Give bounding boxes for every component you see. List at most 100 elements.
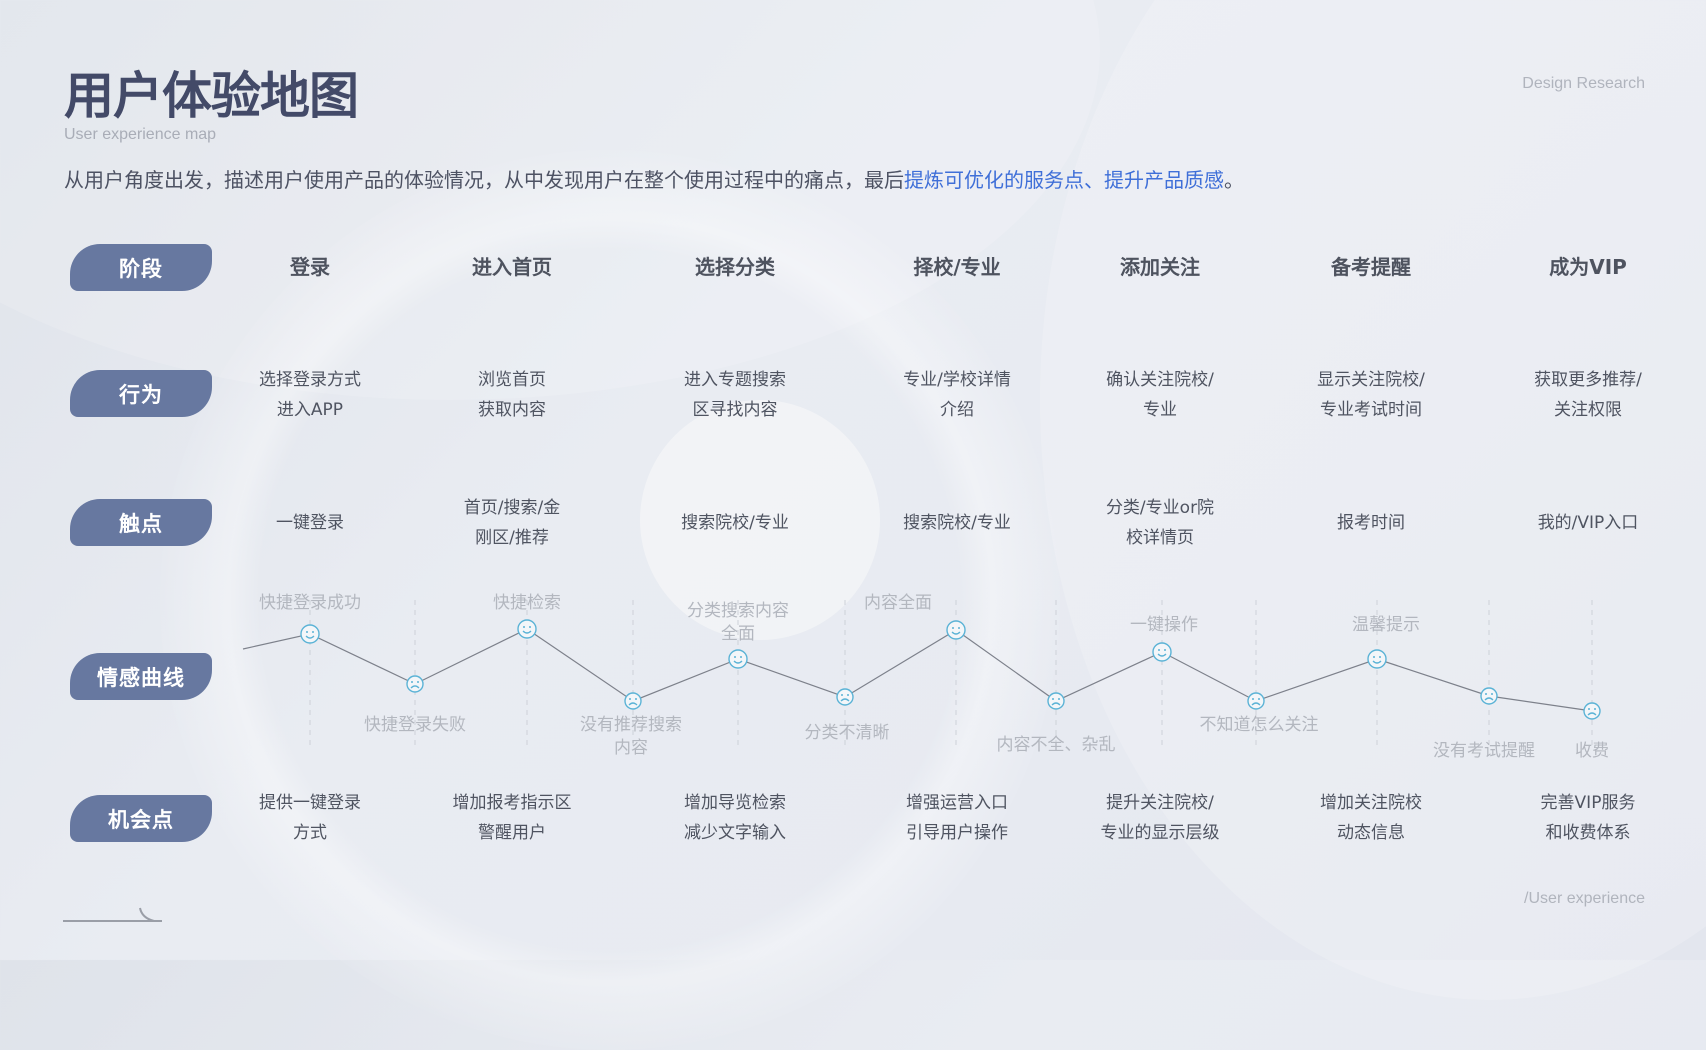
emotion-label: 不知道怎么关注 <box>1200 714 1319 737</box>
emotion-label: 快捷检索 <box>493 592 561 615</box>
smile-face-icon <box>517 619 537 639</box>
opportunity-cell-line: 增加关注院校 <box>1320 793 1422 813</box>
stage-title: 选择分类 <box>695 255 775 279</box>
emotion-label: 分类不清晰 <box>805 722 890 745</box>
opportunity-cell: 增强运营入口引导用户操作 <box>906 788 1008 848</box>
behavior-cell-line: 介绍 <box>939 400 974 420</box>
row-label-opportunity: 机会点 <box>70 795 212 842</box>
behavior-cell-line: 浏览首页 <box>478 370 546 390</box>
corner-label-top: Design Research <box>1522 75 1645 92</box>
behavior-cell: 专业/学校详情介绍 <box>903 365 1011 425</box>
row-label-behavior: 行为 <box>70 370 212 417</box>
opportunity-cell-line: 完善VIP服务 <box>1540 793 1636 813</box>
opportunity-cell-line: 增加导览检索 <box>684 793 786 813</box>
footer-decoration <box>63 907 162 922</box>
behavior-cell: 选择登录方式进入APP <box>259 365 361 425</box>
emotion-label: 分类搜索内容全面 <box>687 600 789 646</box>
behavior-cell-line: 获取更多推荐/ <box>1534 370 1642 390</box>
smile-face-icon <box>300 624 320 644</box>
touchpoint-cell: 报考时间 <box>1337 508 1405 538</box>
frown-face-icon <box>836 688 854 706</box>
behavior-cell-line: 选择登录方式 <box>259 370 361 390</box>
emotion-label: 内容全面 <box>864 592 932 615</box>
behavior-cell-line: 关注权限 <box>1553 400 1622 420</box>
emotion-label-line: 快捷登录失败 <box>364 715 466 735</box>
emotion-label: 没有推荐搜索内容 <box>580 714 682 760</box>
frown-face-icon <box>624 692 642 710</box>
behavior-cell-line: 确认关注院校/ <box>1106 370 1214 390</box>
frown-face-icon <box>1480 687 1498 705</box>
behavior-cell: 进入专题搜索区寻找内容 <box>684 365 786 425</box>
emotion-label: 一键操作 <box>1130 614 1198 637</box>
smile-face-icon <box>1367 649 1387 669</box>
opportunity-cell-line: 动态信息 <box>1337 823 1405 843</box>
opportunity-cell-line: 提升关注院校/ <box>1106 793 1214 813</box>
opportunity-cell: 提升关注院校/专业的显示层级 <box>1101 788 1220 848</box>
opportunity-cell: 增加导览检索减少文字输入 <box>684 788 786 848</box>
touchpoint-cell-line: 校详情页 <box>1126 528 1194 548</box>
behavior-cell-line: 进入专题搜索 <box>684 370 786 390</box>
opportunity-cell-line: 方式 <box>293 823 327 843</box>
emotion-label-line: 温馨提示 <box>1352 615 1420 635</box>
touchpoint-cell-line: 报考时间 <box>1337 513 1405 533</box>
smile-face-icon <box>1152 642 1172 662</box>
smile-face-icon <box>728 649 748 669</box>
frown-face-icon <box>1247 692 1265 710</box>
touchpoint-cell-line: 我的/VIP入口 <box>1537 513 1639 533</box>
smile-face-icon <box>946 620 966 640</box>
touchpoint-cell: 首页/搜索/金刚区/推荐 <box>464 493 560 553</box>
touchpoint-cell-line: 刚区/推荐 <box>475 528 549 548</box>
behavior-cell: 确认关注院校/专业 <box>1106 365 1214 425</box>
opportunity-cell: 增加报考指示区警醒用户 <box>453 788 572 848</box>
behavior-cell: 获取更多推荐/关注权限 <box>1534 365 1642 425</box>
touchpoint-cell-line: 首页/搜索/金 <box>463 498 561 518</box>
touchpoint-cell-line: 搜索院校/专业 <box>681 513 789 533</box>
opportunity-cell-line: 增加报考指示区 <box>452 793 572 813</box>
row-label-touchpoint: 触点 <box>70 499 212 546</box>
emotion-label-line: 内容不全、杂乱 <box>996 735 1116 755</box>
behavior-cell-line: 专业 <box>1142 400 1177 420</box>
description-text: 从用户角度出发，描述用户使用产品的体验情况，从中发现用户在整个使用过程中的痛点，… <box>64 168 904 192</box>
stage-title: 备考提醒 <box>1331 255 1411 279</box>
emotion-label-line: 分类搜索内容 <box>687 601 789 621</box>
emotion-label-line: 不知道怎么关注 <box>1199 715 1319 735</box>
touchpoint-cell-line: 一键登录 <box>276 513 344 533</box>
emotion-label-line: 一键操作 <box>1130 615 1198 635</box>
emotion-label-line: 没有考试提醒 <box>1433 741 1535 761</box>
emotion-label: 温馨提示 <box>1352 614 1420 637</box>
behavior-cell-line: 专业/学校详情 <box>903 370 1011 390</box>
row-label-emotion: 情感曲线 <box>70 653 212 700</box>
emotion-label: 快捷登录失败 <box>364 714 466 737</box>
description-end: 。 <box>1224 168 1244 192</box>
emotion-label: 没有考试提醒 <box>1433 740 1535 763</box>
emotion-label-line: 快捷检索 <box>493 593 561 613</box>
emotion-label-line: 没有推荐搜索 <box>580 715 682 735</box>
page-title: 用户体验地图 <box>64 67 359 125</box>
behavior-cell-line: 进入APP <box>276 400 344 420</box>
opportunity-cell-line: 专业的显示层级 <box>1100 823 1220 843</box>
opportunity-cell-line: 警醒用户 <box>478 823 546 843</box>
touchpoint-cell-line: 分类/专业or院 <box>1105 498 1215 518</box>
stage-title: 登录 <box>290 255 330 279</box>
emotion-label-line: 快捷登录成功 <box>259 593 361 613</box>
behavior-cell-line: 区寻找内容 <box>692 400 778 420</box>
touchpoint-cell: 一键登录 <box>276 508 344 538</box>
opportunity-cell: 完善VIP服务和收费体系 <box>1541 788 1636 848</box>
opportunity-cell-line: 减少文字输入 <box>684 823 786 843</box>
frown-face-icon <box>1583 702 1601 720</box>
emotion-label-line: 全面 <box>721 624 755 644</box>
page-subtitle: User experience map <box>64 126 217 143</box>
behavior-cell-line: 获取内容 <box>478 400 546 420</box>
stage-title: 择校/专业 <box>913 255 1001 279</box>
behavior-cell-line: 显示关注院校/ <box>1317 370 1425 390</box>
opportunity-cell-line: 提供一键登录 <box>259 793 361 813</box>
stage-title: 添加关注 <box>1120 255 1200 279</box>
stage-title: 进入首页 <box>472 255 552 279</box>
stage-title: 成为VIP <box>1549 255 1627 279</box>
touchpoint-cell: 分类/专业or院校详情页 <box>1106 493 1214 553</box>
opportunity-cell-line: 和收费体系 <box>1545 823 1631 843</box>
row-label-stage: 阶段 <box>70 244 212 291</box>
corner-label-bottom: /User experience <box>1524 890 1645 907</box>
description: 从用户角度出发，描述用户使用产品的体验情况，从中发现用户在整个使用过程中的痛点，… <box>64 164 1244 193</box>
touchpoint-cell: 搜索院校/专业 <box>903 508 1011 538</box>
